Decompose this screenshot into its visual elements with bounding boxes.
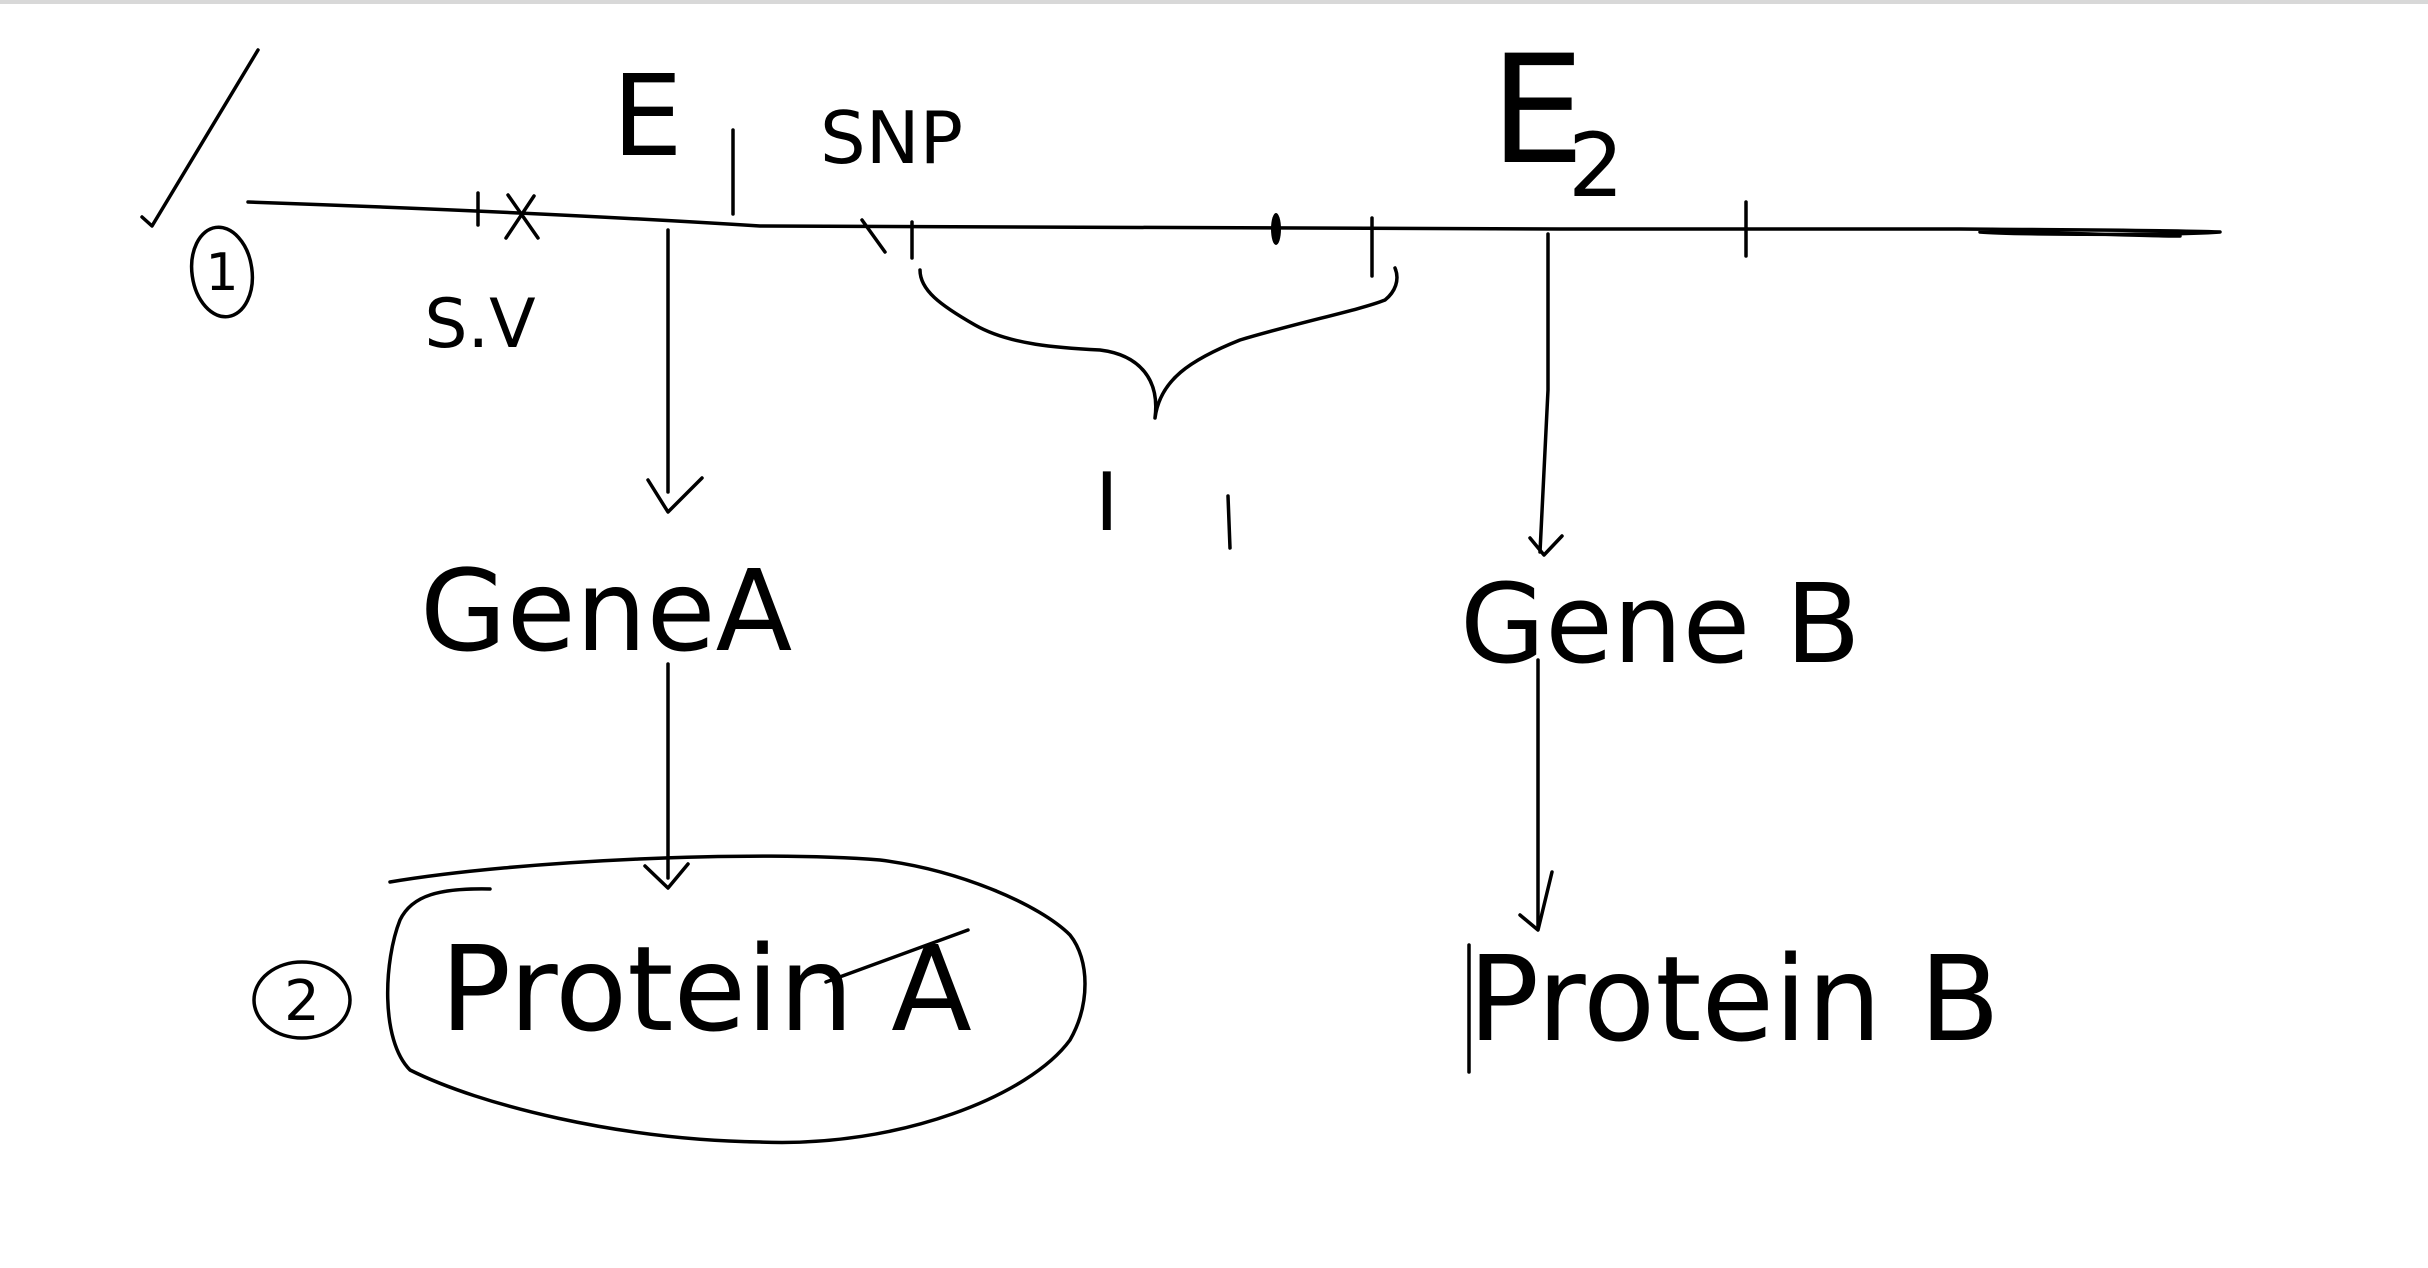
svg-text:1: 1 xyxy=(205,243,238,303)
snp-marker: SNP xyxy=(820,96,963,260)
gene-b-label: Gene B xyxy=(1460,560,1861,688)
svg-text:S.V: S.V xyxy=(424,285,535,364)
exon2-to-geneB-arrow xyxy=(1528,232,1564,557)
intron-dot xyxy=(1271,213,1281,245)
top-border xyxy=(0,0,2428,4)
svg-text:E: E xyxy=(1490,24,1585,198)
sv-marker: S.V xyxy=(424,191,540,364)
svg-text:Protein A: Protein A xyxy=(440,920,972,1058)
check-mark xyxy=(140,48,260,228)
geneA-to-proteinA-arrow xyxy=(643,662,690,890)
svg-text:SNP: SNP xyxy=(820,96,963,180)
geneB-to-proteinB-arrow xyxy=(1518,658,1554,932)
protein-a-circle xyxy=(385,854,1087,1145)
svg-text:Protein B: Protein B xyxy=(1468,930,2000,1068)
exon1-label: E xyxy=(612,52,735,216)
circled-number-2: 2 xyxy=(252,960,352,1040)
circled-number-1: 1 xyxy=(189,225,255,319)
gene-a-label: GeneA xyxy=(420,547,792,677)
intron-label: I xyxy=(1095,456,1232,550)
protein-b-group: Protein B xyxy=(1467,930,2000,1074)
svg-text:2: 2 xyxy=(1568,114,1624,217)
svg-text:2: 2 xyxy=(284,969,320,1034)
intron-brace xyxy=(918,266,1399,420)
chromosome-line xyxy=(246,200,2222,238)
protein-a-group: Protein A xyxy=(385,854,1087,1145)
exon1-to-geneA-arrow xyxy=(646,228,704,514)
svg-text:E: E xyxy=(612,52,683,182)
svg-text:I: I xyxy=(1095,456,1119,549)
exon2-label: E 2 xyxy=(1490,24,1748,258)
